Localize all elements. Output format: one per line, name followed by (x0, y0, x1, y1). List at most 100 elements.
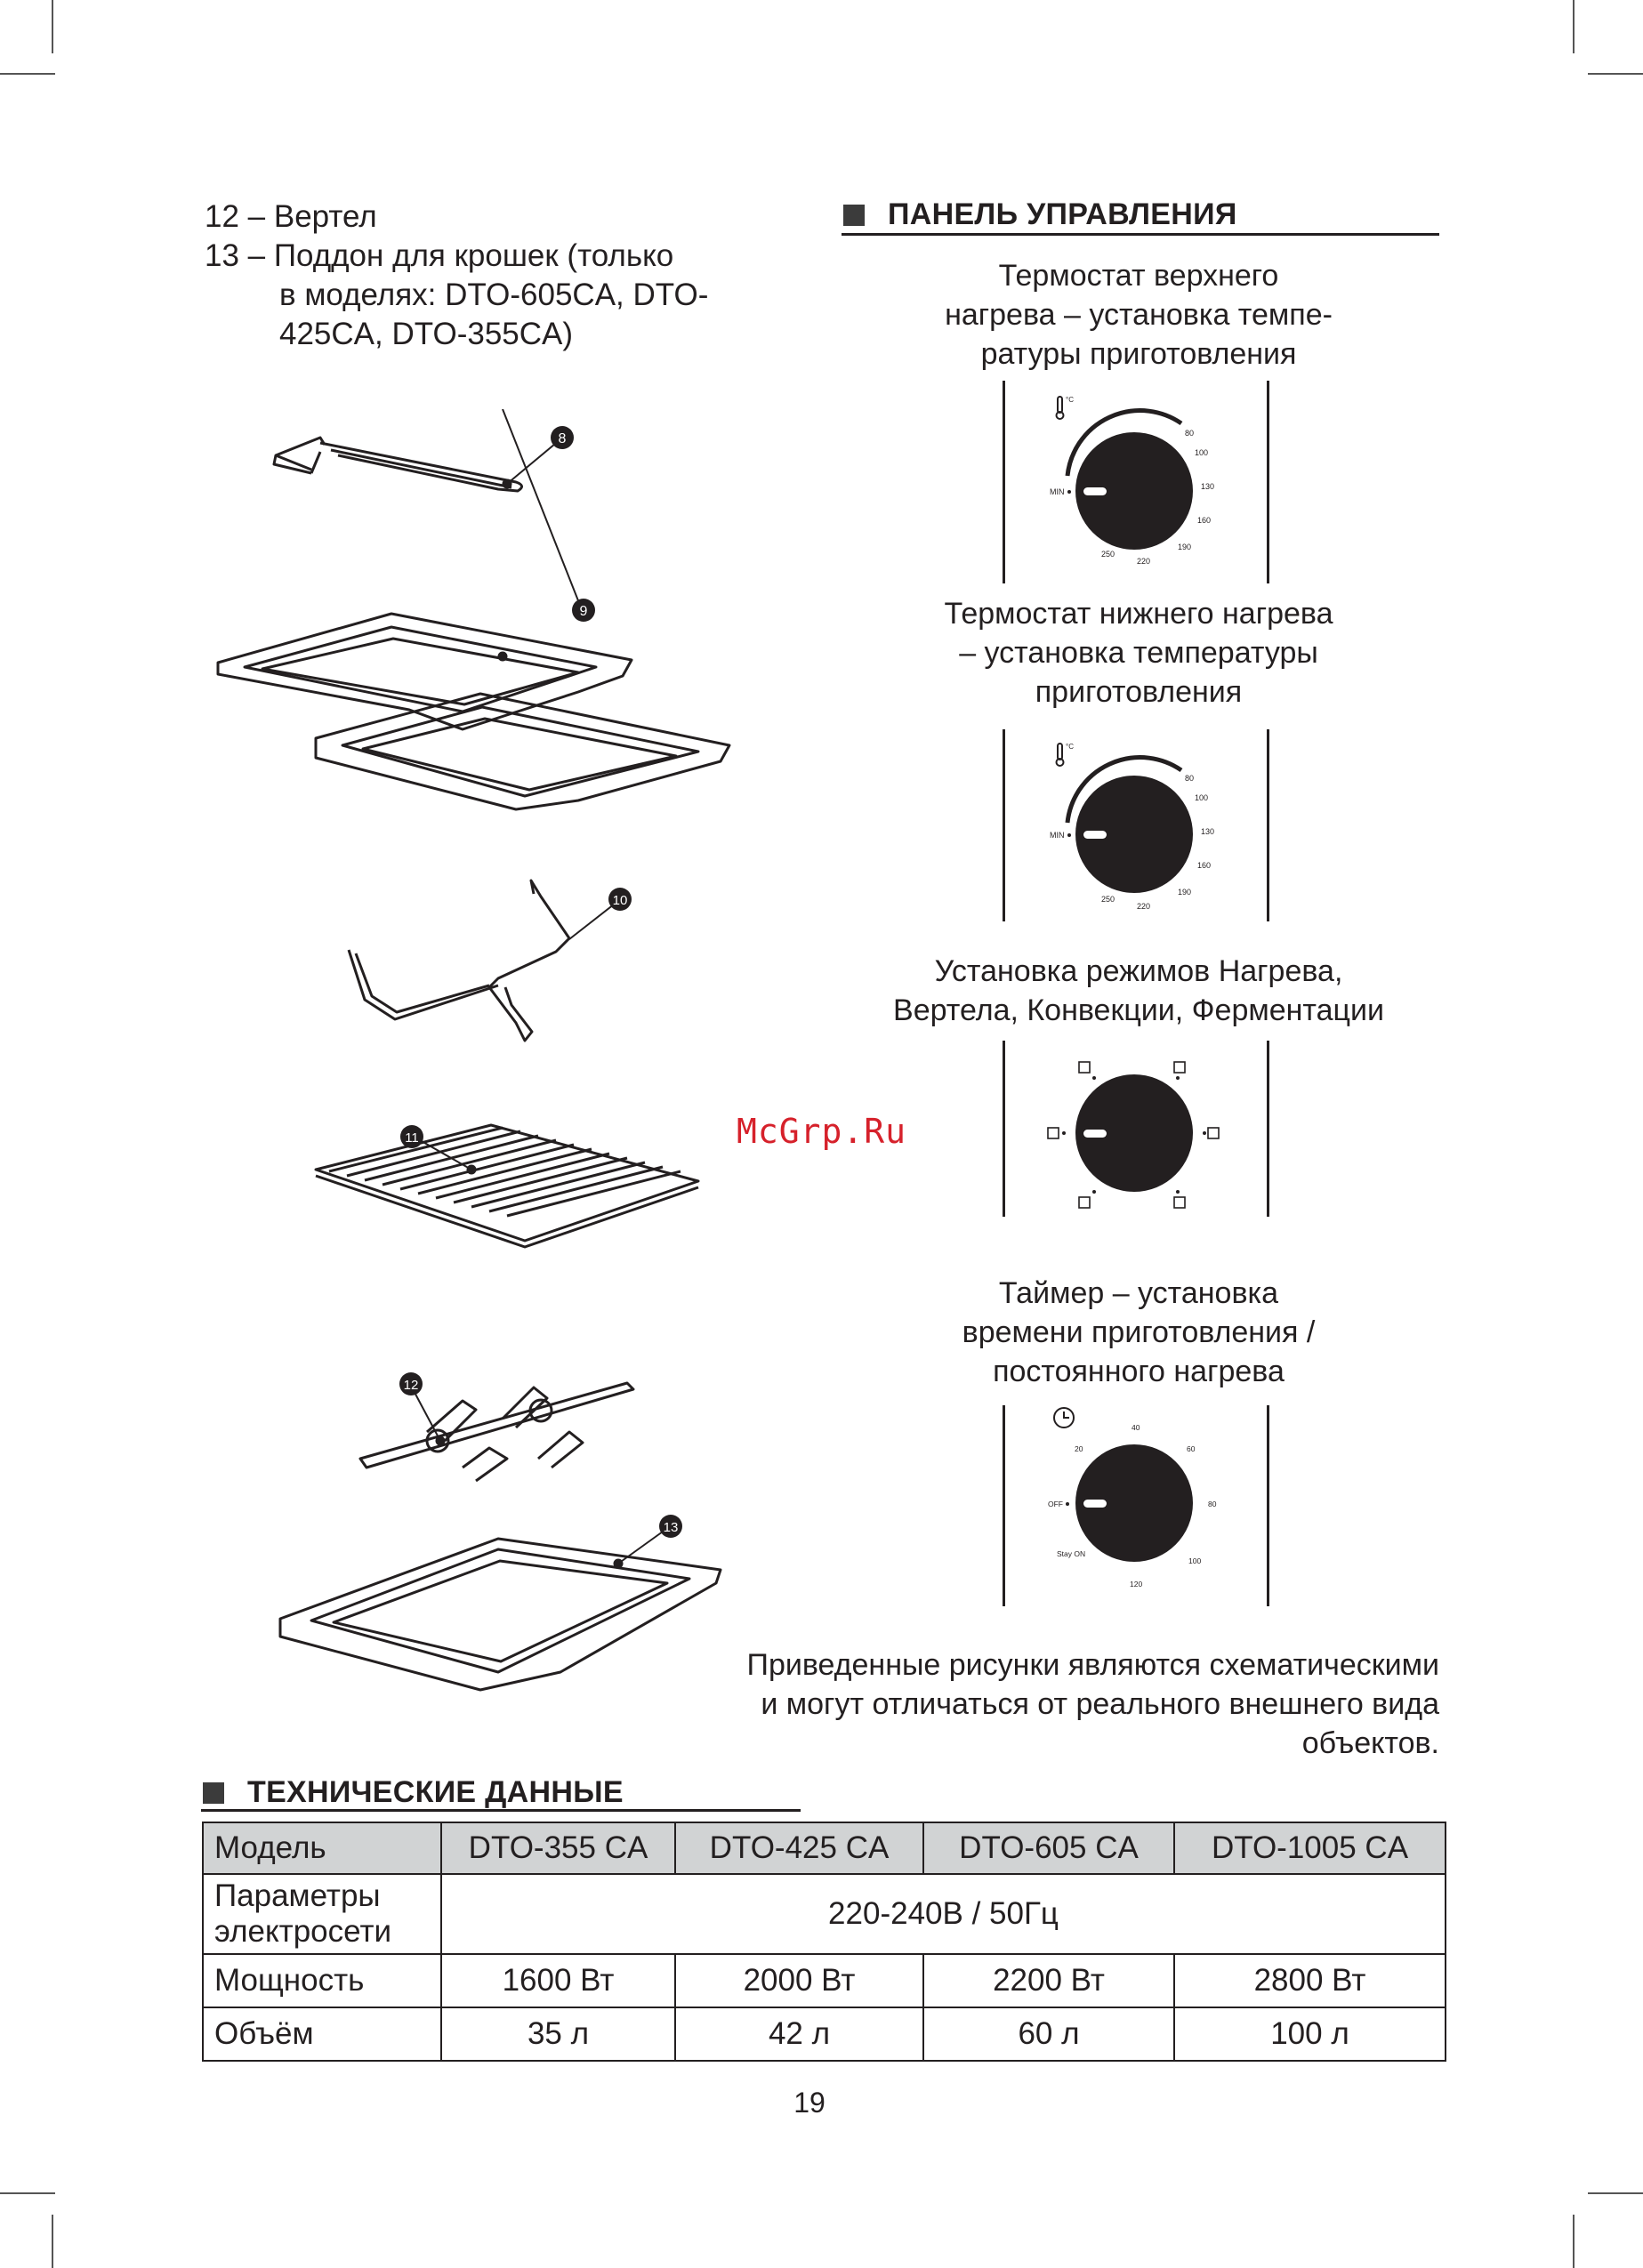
svg-text:°C: °C (1066, 743, 1074, 751)
table-cell: Модель (202, 1822, 442, 1875)
clock-icon (1053, 1407, 1075, 1428)
panel-edge-left (1003, 381, 1005, 583)
panel-edge-right (1267, 381, 1269, 583)
svg-text:80: 80 (1185, 774, 1194, 783)
table-cell: 100 л (1173, 2007, 1446, 2062)
table-row: Объём 35 л 42 л 60 л 100 л (202, 2007, 1446, 2062)
section-title: ПАНЕЛЬ УПРАВЛЕНИЯ (888, 197, 1237, 231)
table-cell: 1600 Вт (440, 1953, 676, 2008)
table-cell: 220-240В / 50Гц (440, 1873, 1446, 1955)
section-title: ТЕХНИЧЕСКИЕ ДАННЫЕ (247, 1775, 624, 1809)
table-cell: 42 л (674, 2007, 924, 2062)
svg-text:60: 60 (1187, 1444, 1196, 1453)
thermometer-icon (1055, 743, 1065, 767)
mode-bottom-heat-icon (1173, 1196, 1186, 1209)
svg-text:12: 12 (404, 1378, 419, 1393)
tray-lifter-drawing (347, 879, 571, 1042)
list-item-13: 13 – Поддон для крошек (только (205, 237, 673, 276)
svg-text:40: 40 (1132, 1423, 1140, 1432)
mode-convection-icon (1207, 1127, 1220, 1139)
technical-data-table: Модель DTO-355 CA DTO-425 CA DTO-605 CA … (202, 1822, 1446, 2062)
svg-text:250: 250 (1101, 895, 1115, 904)
mode-fermentation-icon (1078, 1196, 1091, 1209)
svg-text:80: 80 (1185, 429, 1194, 438)
list-number: 12 – (205, 199, 266, 234)
svg-text:MIN: MIN (1050, 831, 1065, 840)
mode-selector-knob[interactable] (1032, 1050, 1245, 1218)
crop-mark (0, 2192, 55, 2194)
table-cell: 2800 Вт (1173, 1953, 1446, 2008)
table-row: Модель DTO-355 CA DTO-425 CA DTO-605 CA … (202, 1822, 1446, 1875)
table-cell: 2200 Вт (922, 1953, 1175, 2008)
baking-trays-drawing (216, 612, 731, 811)
table-cell: DTO-1005 CA (1173, 1822, 1446, 1875)
table-cell: DTO-425 CA (674, 1822, 924, 1875)
svg-text:80: 80 (1208, 1500, 1217, 1508)
crop-mark (0, 73, 55, 75)
list-item-12: 12 – Вертел (205, 197, 377, 237)
callout-11: 11 (400, 1125, 423, 1148)
svg-text:190: 190 (1178, 888, 1191, 897)
panel-edge-left (1003, 1405, 1005, 1606)
list-text: Вертел (273, 199, 377, 234)
svg-text:13: 13 (664, 1520, 679, 1535)
mode-rotisserie-icon (1173, 1061, 1186, 1074)
svg-text:100: 100 (1195, 448, 1208, 457)
svg-text:160: 160 (1197, 861, 1211, 870)
list-item-13-cont: в моделях: DTO-605CA, DTO- (279, 277, 709, 312)
svg-text:°C: °C (1066, 396, 1074, 404)
svg-text:190: 190 (1178, 543, 1191, 551)
svg-text:220: 220 (1137, 902, 1150, 911)
mode-top-heat-icon (1078, 1061, 1091, 1074)
panel-edge-right (1267, 1041, 1269, 1217)
mode-selector-caption: Установка режимов Нагрева,Вертела, Конве… (893, 954, 1384, 1027)
table-row: Мощность 1600 Вт 2000 Вт 2200 Вт 2800 Вт (202, 1953, 1446, 2008)
page-number: 19 (793, 2087, 826, 2119)
list-item-13-cont: 425CA, DTO-355CA) (279, 317, 574, 351)
callout-10: 10 (608, 888, 632, 911)
svg-text:220: 220 (1137, 557, 1150, 566)
panel-edge-right (1267, 729, 1269, 921)
svg-text:MIN: MIN (1050, 487, 1065, 496)
callout-8: 8 (551, 426, 574, 449)
rotisserie-spit-drawing (358, 1381, 635, 1483)
upper-thermostat-knob[interactable]: °C MIN 80 100 130 160 190 220 250 (1032, 391, 1245, 578)
section-header-technical-data: ТЕХНИЧЕСКИЕ ДАННЫЕ (203, 1775, 624, 1810)
svg-text:120: 120 (1130, 1580, 1142, 1588)
thermometer-icon (1055, 396, 1065, 420)
callout-13: 13 (659, 1515, 682, 1538)
lower-thermostat-knob[interactable]: °C MIN 80 100 130 160 190 220 250 (1032, 738, 1245, 925)
panel-edge-left (1003, 1041, 1005, 1217)
svg-text:130: 130 (1201, 482, 1214, 491)
section-header-control-panel: ПАНЕЛЬ УПРАВЛЕНИЯ (843, 197, 1237, 232)
crop-mark (1588, 2192, 1643, 2194)
list-text: Поддон для крошек (только (273, 238, 674, 273)
svg-text:100: 100 (1195, 793, 1208, 802)
section-bullet (203, 1782, 224, 1804)
watermark: McGrp.Ru (737, 1112, 907, 1151)
svg-text:20: 20 (1075, 1444, 1083, 1453)
svg-text:160: 160 (1197, 516, 1211, 525)
svg-text:Stay ON: Stay ON (1057, 1549, 1085, 1558)
svg-text:250: 250 (1101, 550, 1115, 559)
table-cell: 2000 Вт (674, 1953, 924, 2008)
table-cell: DTO-605 CA (922, 1822, 1175, 1875)
crop-mark (1573, 2215, 1575, 2268)
table-cell: 35 л (440, 2007, 676, 2062)
table-cell: DTO-355 CA (440, 1822, 676, 1875)
svg-text:11: 11 (405, 1130, 419, 1146)
header-underline (842, 233, 1439, 236)
callout-12: 12 (399, 1372, 423, 1395)
crop-mark (52, 0, 53, 53)
crumb-tray-drawing (278, 1537, 722, 1692)
crop-mark (1588, 73, 1643, 75)
svg-text:OFF: OFF (1048, 1500, 1063, 1508)
crop-mark (52, 2215, 53, 2268)
timer-knob[interactable]: OFF 20 40 60 80 100 120 Stay ON (1032, 1403, 1245, 1595)
lower-thermostat-caption: Термостат нижнего нагрева– установка тем… (944, 597, 1333, 709)
mode-off-icon (1047, 1127, 1059, 1139)
